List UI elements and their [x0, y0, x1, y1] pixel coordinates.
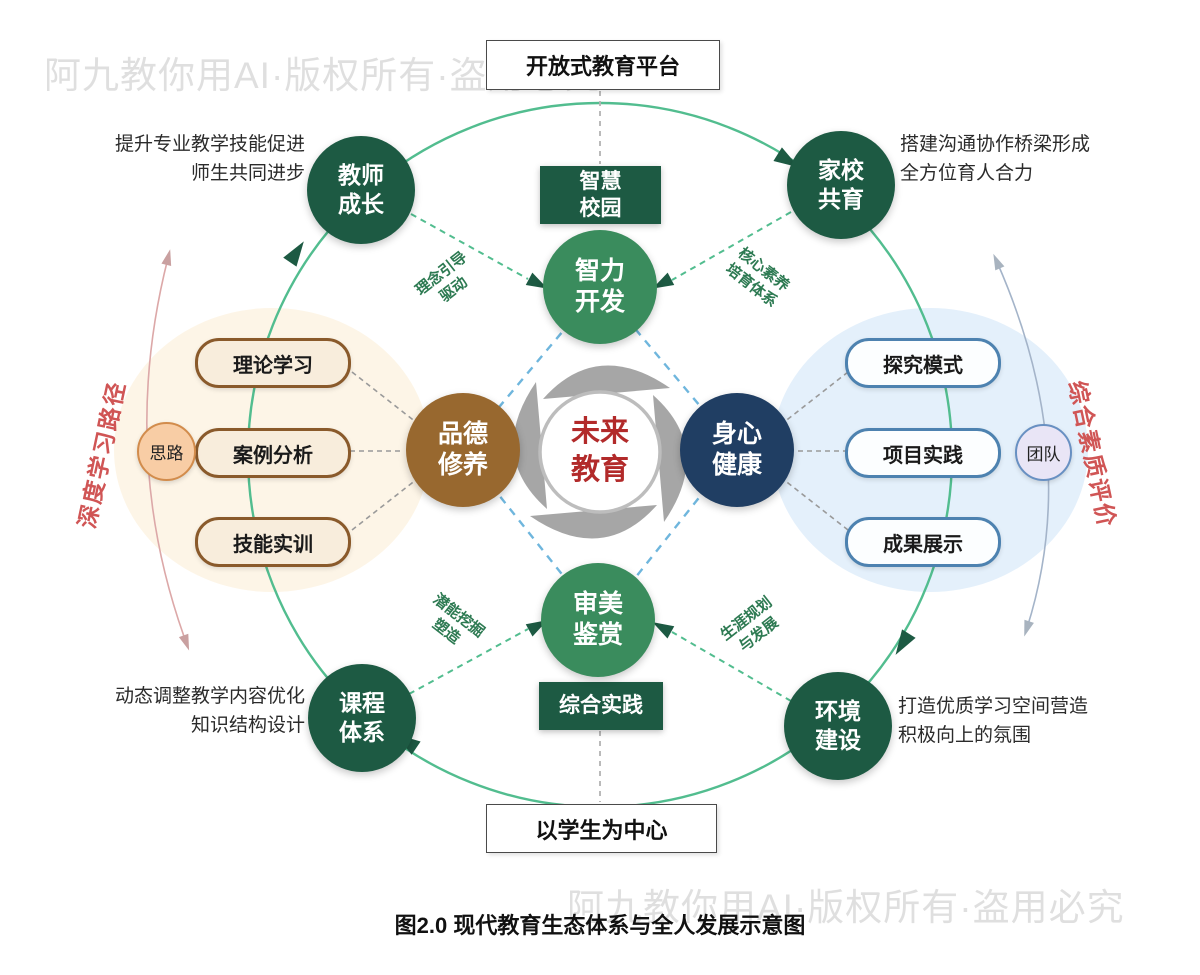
flow-line-br — [671, 631, 792, 702]
node-health: 身心 健康 — [680, 393, 794, 507]
node-intellect: 智力 开发 — [543, 230, 657, 344]
pill-achievement-show: 成果展示 — [845, 517, 1001, 567]
node-future-education: 未来 教育 — [570, 416, 629, 486]
pinwheel-blade — [653, 395, 687, 522]
pinwheel-blade — [513, 382, 547, 509]
arrowhead — [993, 253, 1005, 271]
flow-line-tl — [410, 213, 529, 280]
pill-project-practice: 项目实践 — [845, 428, 1001, 478]
arrowhead — [1024, 619, 1034, 637]
pinwheel-blade — [530, 505, 657, 539]
pill-skill-training: 技能实训 — [195, 517, 351, 567]
cycle-arrowhead — [895, 629, 916, 655]
node-teacher-growth: 教师 成长 — [307, 136, 415, 244]
bottom-student-box: 以学生为中心 — [486, 804, 717, 853]
pill-case-analysis: 案例分析 — [195, 428, 351, 478]
cycle-arrowhead — [283, 241, 304, 267]
node-curriculum: 课程 体系 — [308, 664, 416, 772]
desc-teacher-growth: 提升专业教学技能促进 师生共同进步 — [114, 134, 305, 184]
flow-line-tr — [671, 211, 792, 281]
bubble-thinking: 思路 — [137, 422, 196, 481]
watermark-bottom: 阿九教你用AI·版权所有·盗用必究 — [567, 887, 1125, 928]
desc-curriculum: 动态调整教学内容优化 知识结构设计 — [114, 686, 305, 736]
pill-link — [351, 471, 427, 531]
pinwheel-blade — [543, 365, 670, 399]
arrowhead — [652, 272, 675, 289]
desc-home-school: 搭建沟通协作桥梁形成 全方位育人合力 — [900, 134, 1091, 184]
top-platform-box: 开放式教育平台 — [486, 40, 720, 90]
arrowhead — [652, 622, 675, 639]
banner-comprehensive-practice: 综合实践 — [539, 682, 663, 730]
node-home-school: 家校 共育 — [787, 131, 895, 239]
arrowhead — [178, 633, 190, 651]
flow-line-bl — [408, 628, 529, 695]
node-environment: 环境 建设 — [784, 672, 892, 780]
pill-link — [773, 471, 849, 531]
center-circle-ring — [538, 390, 662, 514]
arrowhead — [525, 272, 548, 289]
desc-environment: 打造优质学习空间营造 积极向上的氛围 — [898, 696, 1089, 746]
arrowhead — [161, 249, 172, 267]
pill-link — [773, 371, 849, 431]
node-aesthetics: 审美 鉴赏 — [541, 563, 655, 677]
pill-inquiry-mode: 探究模式 — [845, 338, 1001, 388]
figure-caption: 图2.0 现代教育生态体系与全人发展示意图 — [394, 913, 806, 938]
pill-link — [351, 371, 427, 431]
pill-theory-learning: 理论学习 — [195, 338, 351, 388]
bubble-team: 团队 — [1015, 424, 1072, 481]
banner-smart-campus: 智慧 校园 — [540, 166, 661, 224]
node-morality: 品德 修养 — [406, 393, 520, 507]
